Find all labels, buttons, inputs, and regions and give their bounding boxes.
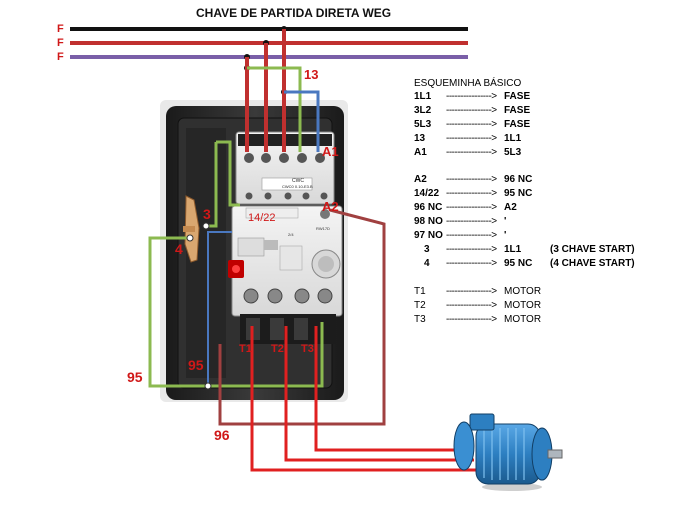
- label-3: 3: [203, 206, 211, 222]
- legend-key: 14/22: [414, 188, 440, 199]
- legend-arrow: ---------------->: [446, 174, 497, 185]
- legend-value: ': [504, 216, 507, 227]
- legend-value: MOTOR: [504, 300, 542, 311]
- legend-value: 95 NC: [504, 188, 533, 199]
- phase-bus: F F F: [57, 23, 468, 95]
- legend-value: 1L1: [504, 244, 522, 255]
- legend-arrow: ---------------->: [446, 147, 497, 158]
- legend-key: 3: [424, 244, 430, 255]
- legend-header: ESQUEMINHA BÁSICO: [414, 78, 522, 89]
- wires: [148, 29, 478, 472]
- legend-arrow: ---------------->: [446, 230, 497, 241]
- legend-arrow: ---------------->: [446, 300, 497, 311]
- label-95-inner: 95: [188, 357, 204, 373]
- legend-key: 3L2: [414, 105, 432, 116]
- legend-value: 5L3: [504, 147, 522, 158]
- relay-code: 2/4: [288, 232, 294, 237]
- legend-note: (4 CHAVE START): [550, 258, 635, 269]
- legend-value: 96 NC: [504, 174, 533, 185]
- legend-key: 4: [424, 258, 430, 269]
- legend-key: T1: [414, 286, 426, 297]
- legend-arrow: ---------------->: [446, 91, 497, 102]
- legend-value: ': [504, 230, 507, 241]
- phase-label-2: F: [57, 37, 64, 49]
- relay-brand: RW17D: [316, 226, 330, 231]
- diagram-title: CHAVE DE PARTIDA DIRETA WEG: [196, 6, 392, 20]
- legend-key: 1L1: [414, 91, 432, 102]
- legend-key: 97 NO: [414, 230, 443, 241]
- label-t3: T3: [301, 343, 314, 355]
- legend-key: A2: [414, 174, 427, 185]
- legend-key: T3: [414, 314, 426, 325]
- legend-value: 1L1: [504, 133, 522, 144]
- label-14-22: 14/22: [248, 212, 276, 224]
- relay-terminals-bottom: [243, 288, 333, 304]
- legend-key: 96 NC: [414, 202, 443, 213]
- legend-key: 13: [414, 133, 426, 144]
- label-a1: A1: [322, 144, 339, 159]
- legend-value: A2: [504, 202, 517, 213]
- motor: [453, 413, 563, 491]
- label-4: 4: [175, 241, 183, 257]
- legend-arrow: ---------------->: [446, 202, 497, 213]
- legend-arrow: ---------------->: [446, 244, 497, 255]
- phase-line-1: [70, 27, 468, 31]
- contactor-brand: CWC: [292, 178, 304, 184]
- legend-value: FASE: [504, 91, 531, 102]
- legend-note: (3 CHAVE START): [550, 244, 635, 255]
- legend-value: MOTOR: [504, 286, 542, 297]
- contactor-terminals-top: [244, 153, 325, 163]
- phase-label-3: F: [57, 51, 64, 63]
- overload-relay: RW17D 2/4: [228, 205, 343, 344]
- legend-arrow: ---------------->: [446, 119, 497, 130]
- label-a2: A2: [322, 199, 339, 214]
- contactor-model: CWC0 0.10-E3.B: [282, 184, 313, 189]
- legend-key: A1: [414, 147, 427, 158]
- phase-line-3: [70, 55, 468, 59]
- legend-value: MOTOR: [504, 314, 542, 325]
- junction-dots: [186, 222, 212, 390]
- label-95-outer: 95: [127, 369, 143, 385]
- legend-arrow: ---------------->: [446, 216, 497, 227]
- legend-value: 95 NC: [504, 258, 533, 269]
- legend-value: FASE: [504, 119, 531, 130]
- phase-label-1: F: [57, 23, 64, 35]
- label-t2: T2: [271, 343, 284, 355]
- legend-key: 5L3: [414, 119, 432, 130]
- legend-arrow: ---------------->: [446, 258, 497, 269]
- start-switch: [183, 195, 200, 263]
- legend-key: T2: [414, 300, 426, 311]
- label-t1: T1: [239, 343, 252, 355]
- legend-arrow: ---------------->: [446, 314, 497, 325]
- legend-arrow: ---------------->: [446, 133, 497, 144]
- legend-key: 98 NO: [414, 216, 443, 227]
- legend-arrow: ---------------->: [446, 286, 497, 297]
- label-96: 96: [214, 427, 230, 443]
- label-13: 13: [304, 67, 318, 82]
- contactor-terminals-bottom: [245, 192, 328, 200]
- legend-arrow: ---------------->: [446, 105, 497, 116]
- wire-number-labels: 13 3 4 14/22 A1 A2 95 95 96 T1 T2 T3: [127, 67, 339, 443]
- legend-value: FASE: [504, 105, 531, 116]
- legend-arrow: ---------------->: [446, 188, 497, 199]
